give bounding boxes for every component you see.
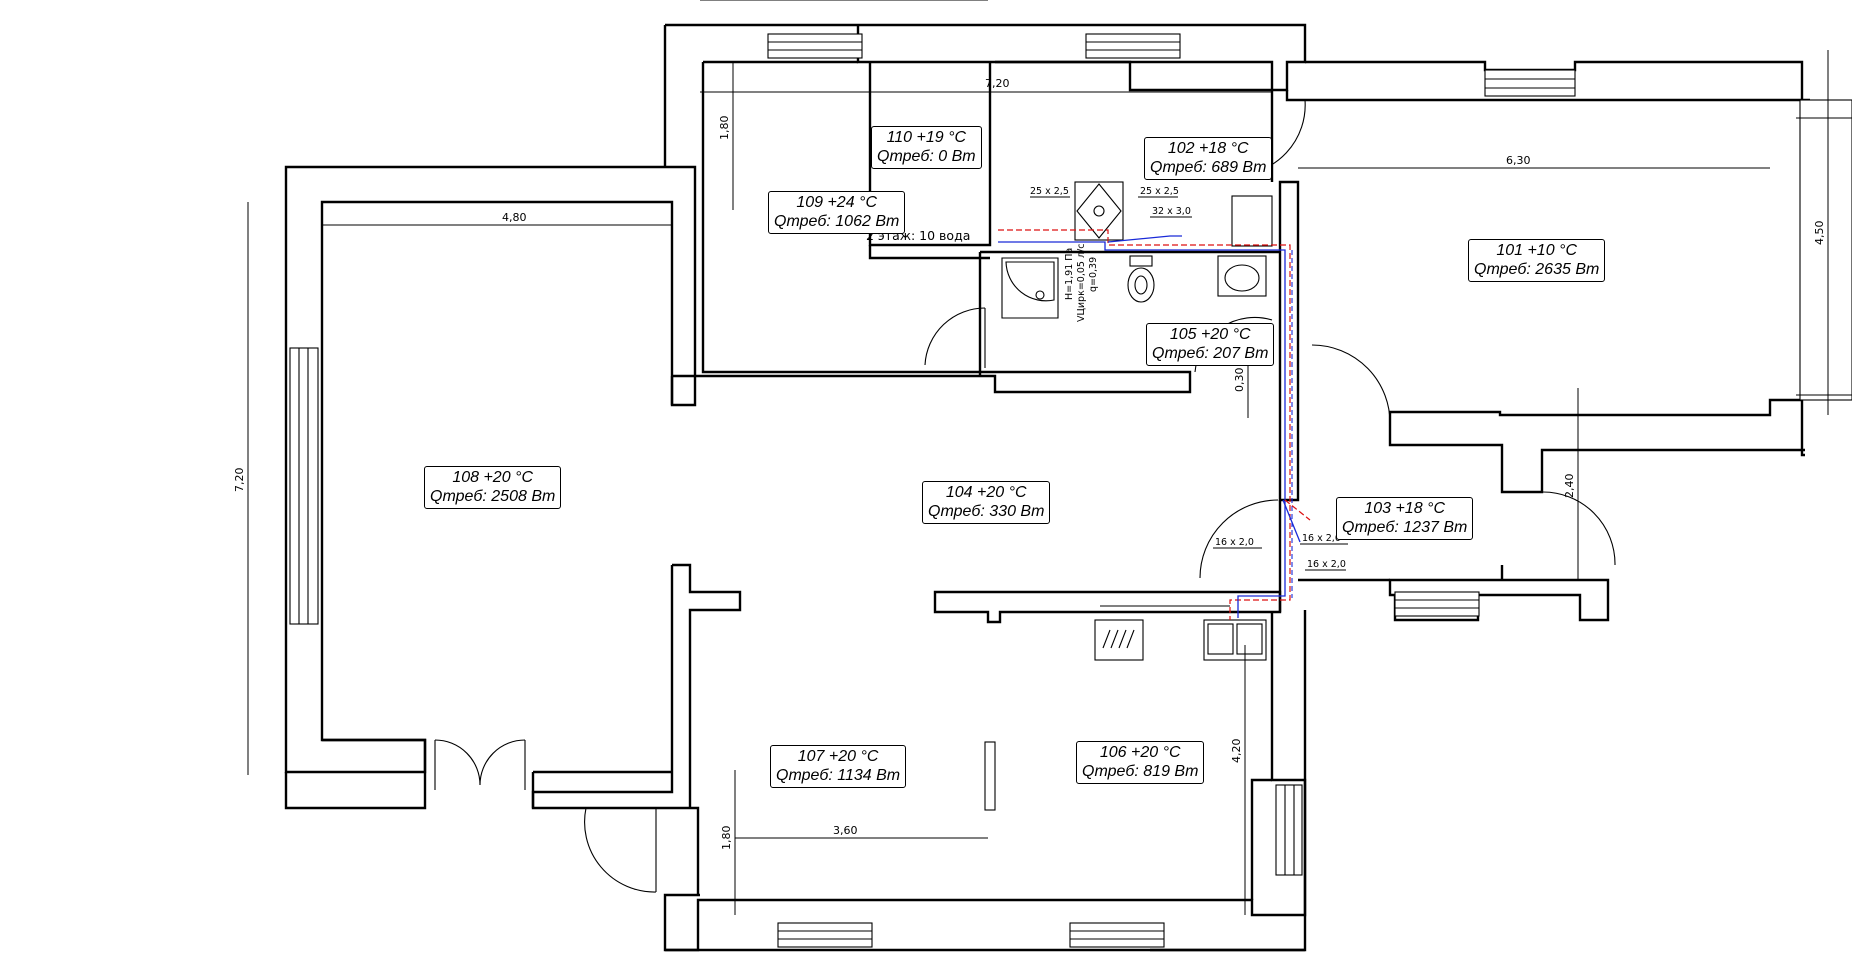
- pipe-size-16-c: 16 x 2,0: [1307, 559, 1346, 570]
- room-110-temp: 110 +19 °C: [886, 129, 967, 146]
- pipe-annotations: 25 x 2,5 25 x 2,5 32 x 3,0 16 x 2,0 16 x…: [866, 186, 1348, 571]
- dim-1-80-bottom: 1,80: [720, 826, 733, 851]
- room-106-temp: 106 +20 °C: [1099, 744, 1181, 761]
- room-tag-110[interactable]: 110 +19 °C Qтреб: 0 Вт: [871, 126, 982, 169]
- dim-2-40: 2,40: [1563, 474, 1576, 499]
- room-tag-106[interactable]: 106 +20 °C Qтреб: 819 Вт: [1076, 741, 1205, 784]
- room-104-load: Qтреб: 330 Вт: [928, 503, 1045, 520]
- dim-0-30: 0,30: [1233, 368, 1246, 393]
- boiler-icon: [1231, 195, 1273, 247]
- washbasin-icon: [1217, 255, 1267, 297]
- pipe-size-32: 32 x 3,0: [1152, 206, 1191, 217]
- room-102-temp: 102 +18 °C: [1167, 140, 1249, 157]
- flow-rate: q=0,39: [1088, 257, 1099, 292]
- flow-head: H=1,91 Па: [1064, 248, 1075, 300]
- pipe-size-16-a: 16 x 2,0: [1215, 537, 1254, 548]
- doors: [434, 99, 1616, 893]
- heating-pipes: [998, 229, 1311, 620]
- room-103-temp: 103 +18 °C: [1364, 500, 1445, 517]
- room-tag-109[interactable]: 109 +24 °C Qтреб: 1062 Вт: [768, 191, 906, 234]
- room-108-temp: 108 +20 °C: [452, 469, 533, 486]
- room-tag-104[interactable]: 104 +20 °C Qтреб: 330 Вт: [922, 481, 1051, 524]
- room-101-temp: 101 +10 °C: [1496, 242, 1577, 259]
- plumbing-fixtures: [1001, 181, 1273, 661]
- room-tag-107[interactable]: 107 +20 °C Qтреб: 1134 Вт: [770, 745, 907, 788]
- toilet-icon: [1127, 255, 1155, 303]
- dimension-lines: 7,20 4,80 1,80 7,20 6,30 4,50 0,30 2,40 …: [233, 0, 1829, 915]
- room-108-load: Qтреб: 2508 Вт: [430, 488, 556, 505]
- flow-velocity: VЦирк=0,05 л/с: [1076, 244, 1087, 322]
- exterior-walls: [284, 23, 1810, 952]
- windows: [289, 33, 1852, 948]
- room-tag-108[interactable]: 108 +20 °C Qтреб: 2508 Вт: [424, 466, 562, 509]
- kitchen-sink-icon: [1203, 619, 1267, 661]
- room-103-load: Qтреб: 1237 Вт: [1342, 519, 1468, 536]
- dim-4-20: 4,20: [1230, 739, 1243, 764]
- dim-3-60: 3,60: [833, 824, 858, 837]
- room-102-load: Qтреб: 689 Вт: [1150, 159, 1267, 176]
- room-107-load: Qтреб: 1134 Вт: [776, 767, 901, 784]
- room-tag-102[interactable]: 102 +18 °C Qтреб: 689 Вт: [1144, 137, 1273, 180]
- room-tag-103[interactable]: 103 +18 °C Qтреб: 1237 Вт: [1336, 497, 1474, 540]
- room-110-load: Qтреб: 0 Вт: [877, 148, 976, 165]
- dim-7-20-top: 7,20: [985, 77, 1010, 90]
- room-109-load: Qтреб: 1062 Вт: [774, 213, 900, 230]
- room-106-load: Qтреб: 819 Вт: [1082, 763, 1199, 780]
- dim-7-20-left: 7,20: [233, 468, 246, 493]
- heater-unit-icon: [1074, 181, 1124, 241]
- room-105-temp: 105 +20 °C: [1169, 326, 1251, 343]
- room-tag-105[interactable]: 105 +20 °C Qтреб: 207 Вт: [1146, 323, 1275, 366]
- room-tag-101[interactable]: 101 +10 °C Qтреб: 2635 Вт: [1468, 239, 1606, 282]
- room-105-load: Qтреб: 207 Вт: [1152, 345, 1269, 362]
- room-104-temp: 104 +20 °C: [945, 484, 1027, 501]
- pipe-size-25-b: 25 x 2,5: [1140, 186, 1179, 197]
- room-101-load: Qтреб: 2635 Вт: [1474, 261, 1600, 278]
- dim-6-30: 6,30: [1506, 154, 1531, 167]
- bathtub-icon: [1001, 257, 1059, 319]
- dim-1-80-top: 1,80: [718, 116, 731, 141]
- stove-icon: [1094, 619, 1144, 661]
- dim-4-80: 4,80: [502, 211, 527, 224]
- pipe-size-25-a: 25 x 2,5: [1030, 186, 1069, 197]
- pipe-size-16-b: 16 x 2,0: [1302, 533, 1341, 544]
- room-109-temp: 109 +24 °C: [796, 194, 877, 211]
- dim-4-50: 4,50: [1813, 221, 1826, 246]
- room-107-temp: 107 +20 °C: [797, 748, 879, 765]
